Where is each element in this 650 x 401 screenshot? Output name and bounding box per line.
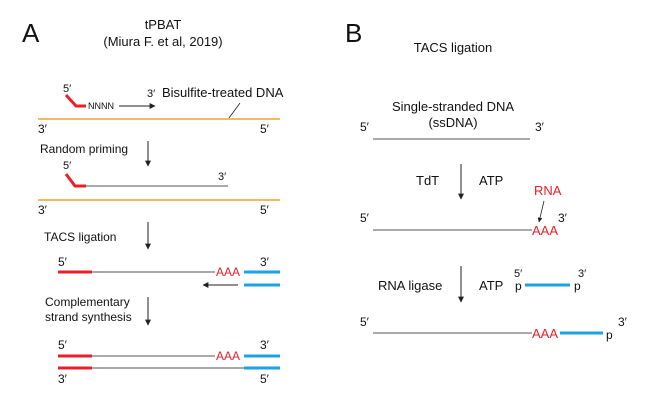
panel-a-title: tPBAT [145, 17, 182, 32]
complementary-label-line2: strand synthesis [45, 310, 132, 324]
adapter-three-label: 3′ [578, 268, 586, 280]
tailed-polya: AAA [532, 223, 558, 238]
rna-pointer-arrow [537, 200, 545, 223]
ligated-five-label: 5′ [58, 255, 68, 269]
final-b-polya: AAA [532, 326, 558, 341]
ligated-three-label: 3′ [260, 255, 270, 269]
tacs-ligation-step-label: TACS ligation [44, 230, 116, 244]
rna-label: RNA [534, 183, 562, 198]
panel-b: B TACS ligation Single-stranded DNA (ssD… [345, 18, 628, 342]
ssdna-label-line2: (ssDNA) [428, 115, 477, 130]
adapter-five-label: 5′ [514, 268, 522, 280]
final-b-three-label: 3′ [618, 315, 628, 329]
template2-right-end: 5′ [260, 203, 270, 217]
primed-three-label: 3′ [218, 171, 226, 183]
adapter-p-right: p [574, 279, 581, 293]
bisulfite-pointer-line [228, 102, 241, 119]
primed-red-segment [64, 173, 86, 188]
template1-right-end: 5′ [260, 122, 270, 136]
panel-a-letter: A [22, 18, 40, 48]
adapter-p-left: p [515, 279, 522, 293]
final-b-five-label: 5′ [360, 315, 370, 329]
ligated-polya-tail: AAA [216, 265, 240, 279]
primer-random-label: NNNN [88, 101, 114, 111]
random-priming-label: Random priming [40, 142, 128, 156]
final-five-label: 5′ [58, 338, 68, 352]
primer-red-segment [64, 93, 86, 108]
ssdna-five-label: 5′ [360, 120, 370, 134]
final-polya-tail: AAA [216, 349, 240, 363]
panel-b-letter: B [345, 18, 362, 48]
tailed-five-label: 5′ [360, 211, 370, 225]
panel-a-citation: (Miura F. et al, 2019) [103, 34, 222, 49]
atp-label-2: ATP [479, 278, 503, 293]
panel-a: A tPBAT (Miura F. et al, 2019) 5′ NNNN 3… [22, 17, 284, 386]
final-top-three-label: 3′ [260, 338, 270, 352]
ssdna-label-line1: Single-stranded DNA [392, 99, 514, 114]
panel-b-title: TACS ligation [414, 40, 493, 55]
final-bottom-three-label: 3′ [58, 372, 68, 386]
tailed-three-label: 3′ [558, 211, 568, 225]
final-b-p-label: p [606, 328, 613, 342]
tdt-label: TdT [416, 173, 439, 188]
complementary-label-line1: Complementary [45, 295, 130, 309]
template1-left-end: 3′ [38, 122, 48, 136]
primer-five-label: 5′ [63, 83, 71, 95]
bisulfite-dna-label: Bisulfite-treated DNA [162, 85, 284, 100]
rna-ligase-label: RNA ligase [378, 278, 442, 293]
primed-five-label: 5′ [63, 160, 71, 172]
final-bottom-five-label: 5′ [260, 372, 270, 386]
primer-three-label: 3′ [147, 88, 155, 100]
ssdna-three-label: 3′ [535, 120, 545, 134]
template2-left-end: 3′ [38, 203, 48, 217]
atp-label-1: ATP [479, 173, 503, 188]
